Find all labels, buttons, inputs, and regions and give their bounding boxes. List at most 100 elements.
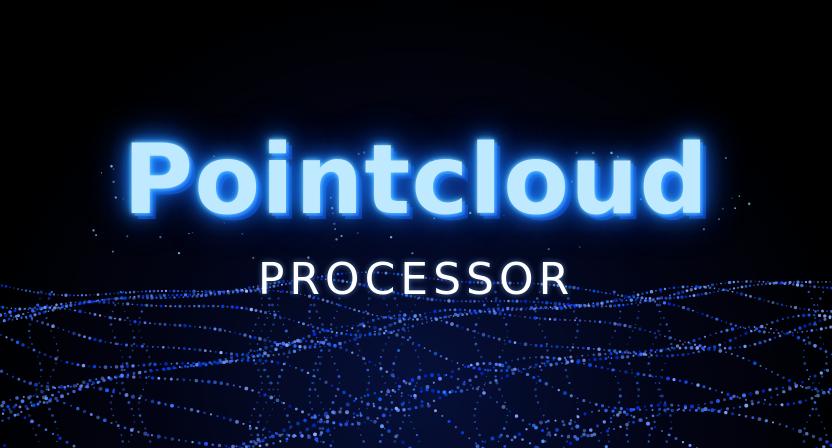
particle-dot	[545, 355, 548, 359]
particle-dot	[410, 378, 415, 382]
particle-dot	[252, 359, 256, 362]
particle-dot	[137, 294, 141, 298]
particle-dot	[477, 367, 482, 371]
particle-dot	[29, 401, 33, 404]
particle-dot	[587, 304, 590, 307]
particle-dot	[329, 444, 333, 447]
particle-dot	[691, 285, 693, 288]
particle-dot	[805, 285, 807, 287]
particle-dot	[372, 271, 376, 274]
particle-dot	[359, 336, 361, 339]
particle-dot	[262, 408, 265, 410]
particle-dot	[118, 375, 121, 378]
particle-dot	[360, 434, 362, 436]
particle-dot	[400, 395, 403, 397]
particle-dot	[686, 285, 689, 288]
particle-dot	[402, 408, 406, 412]
particle-dot	[627, 351, 630, 354]
particle-dot	[159, 296, 163, 300]
particle-dot	[544, 382, 549, 386]
particle-dot	[295, 366, 297, 369]
particle-dot	[362, 311, 365, 314]
particle-dot	[127, 401, 131, 404]
particle-dot	[639, 301, 642, 304]
particle-dot	[258, 347, 262, 351]
particle-dot	[244, 289, 249, 293]
sparkle-dot	[254, 207, 256, 209]
particle-dot	[181, 362, 184, 365]
particle-dot	[555, 427, 559, 432]
particle-dot	[484, 297, 488, 300]
particle-dot	[150, 296, 154, 300]
particle-dot	[572, 310, 576, 313]
particle-dot	[0, 284, 4, 287]
particle-dot	[456, 362, 459, 364]
particle-dot	[592, 289, 596, 293]
particle-dot	[403, 329, 407, 333]
particle-dot	[68, 308, 72, 311]
particle-dot	[511, 299, 515, 303]
particle-dot	[504, 343, 506, 345]
particle-dot	[764, 326, 767, 329]
particle-dot	[45, 401, 49, 404]
particle-dot	[261, 304, 263, 306]
particle-dot	[268, 285, 272, 289]
sparkle-dot	[374, 186, 376, 189]
particle-dot	[776, 319, 779, 322]
particle-dot	[176, 378, 179, 381]
particle-dot	[378, 406, 382, 410]
particle-dot	[574, 395, 576, 397]
particle-dot	[655, 289, 657, 292]
particle-dot	[141, 420, 144, 424]
particle-dot	[387, 315, 391, 318]
particle-dot	[551, 386, 554, 388]
particle-dot	[667, 356, 669, 358]
particle-dot	[678, 346, 682, 350]
particle-dot	[388, 290, 391, 293]
particle-dot	[643, 405, 646, 408]
particle-dot	[256, 401, 259, 404]
particle-dot	[497, 440, 500, 443]
particle-dot	[29, 336, 31, 339]
particle-dot	[380, 291, 383, 293]
particle-dot	[175, 293, 179, 297]
particle-dot	[473, 420, 477, 424]
particle-dot	[289, 290, 294, 295]
particle-dot	[619, 407, 623, 411]
particle-dot	[36, 395, 39, 399]
particle-dot	[349, 307, 351, 310]
particle-dot	[226, 382, 229, 386]
particle-dot	[607, 349, 610, 352]
particle-dot	[56, 356, 59, 358]
particle-dot	[799, 307, 801, 310]
particle-dot	[348, 394, 352, 398]
particle-dot	[324, 338, 328, 342]
particle-dot	[433, 309, 437, 314]
particle-dot	[637, 304, 640, 306]
particle-dot	[659, 296, 664, 300]
particle-dot	[822, 343, 825, 345]
particle-dot	[609, 362, 612, 365]
particle-dot	[126, 302, 130, 306]
particle-dot	[254, 289, 257, 292]
particle-dot	[37, 356, 39, 358]
particle-dot	[575, 424, 580, 429]
particle-dot	[734, 336, 737, 340]
particle-dot	[224, 357, 228, 361]
particle-dot	[513, 341, 517, 344]
particle-dot	[500, 369, 503, 373]
particle-dot	[644, 299, 647, 302]
particle-dot	[7, 416, 11, 420]
particle-dot	[75, 385, 78, 387]
particle-dot	[352, 416, 356, 419]
particle-dot	[631, 330, 634, 332]
particle-dot	[250, 414, 253, 417]
particle-dot	[245, 353, 250, 358]
particle-dot	[27, 329, 31, 333]
particle-dot	[105, 298, 109, 301]
particle-dot	[658, 382, 661, 384]
particle-dot	[330, 384, 334, 387]
particle-dot	[768, 282, 772, 285]
particle-dot	[407, 399, 410, 402]
sparkle-dot	[591, 151, 595, 155]
